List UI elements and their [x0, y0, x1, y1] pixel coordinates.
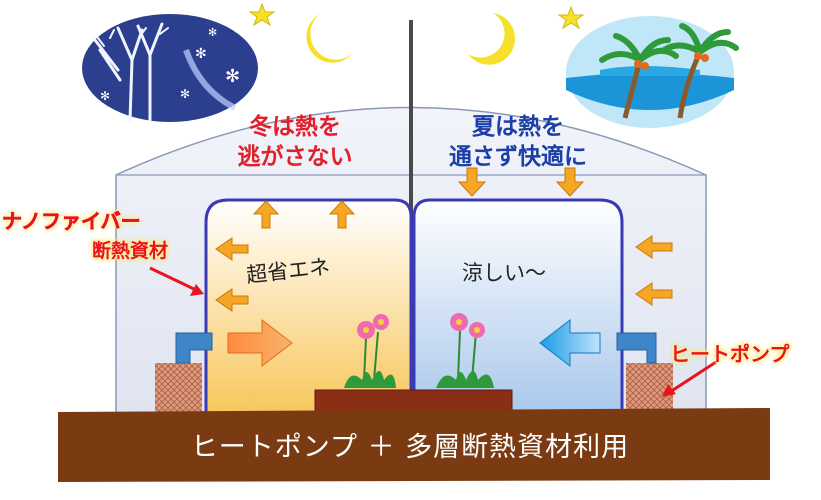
heat-blocked-arrows [457, 167, 673, 306]
palm-beach-icon [566, 16, 739, 128]
cool-air-arrow [539, 318, 601, 368]
crescent-moon-icon [468, 13, 516, 65]
flower-icon [436, 313, 494, 388]
svg-text:✻: ✻ [225, 66, 240, 87]
svg-text:✻: ✻ [195, 46, 207, 62]
nanofiber-pointer [149, 266, 197, 292]
warm-room [204, 198, 413, 417]
heat-retained-arrows [215, 200, 356, 312]
nanofiber-pointer-head [190, 284, 204, 296]
flower-icon [344, 314, 396, 388]
nanofiber-label: ナノファイバー [2, 209, 141, 234]
star-icon [248, 2, 276, 27]
heat-pump-icon [155, 332, 213, 415]
warm-air-arrow [227, 318, 293, 368]
winter-message: 冬は熱を 逃がさない [237, 114, 353, 170]
svg-text:✻: ✻ [208, 26, 217, 39]
soil-ground [58, 408, 770, 482]
svg-text:✻: ✻ [100, 89, 110, 103]
winter-tree-icon: ✻ ✻ ✻ ✻ ✻ [82, 14, 258, 122]
heat-pump-pointer [669, 360, 717, 394]
heat-pump-icon [616, 332, 673, 415]
svg-text:✻: ✻ [180, 87, 190, 101]
bottom-banner: ヒートポンプ ＋ 多層断熱資材利用 [190, 432, 630, 463]
insulation-material-label: 断熱資材 [92, 240, 169, 262]
summer-message: 夏は熱を 通さず快適に [449, 114, 587, 170]
crescent-moon-icon [306, 14, 352, 63]
cool-room-label: 涼しい〜 [462, 261, 546, 285]
heat-pump-label: ヒートポンプ [670, 342, 790, 366]
star-icon [557, 5, 585, 30]
heat-pump-pointer-head [662, 384, 676, 397]
